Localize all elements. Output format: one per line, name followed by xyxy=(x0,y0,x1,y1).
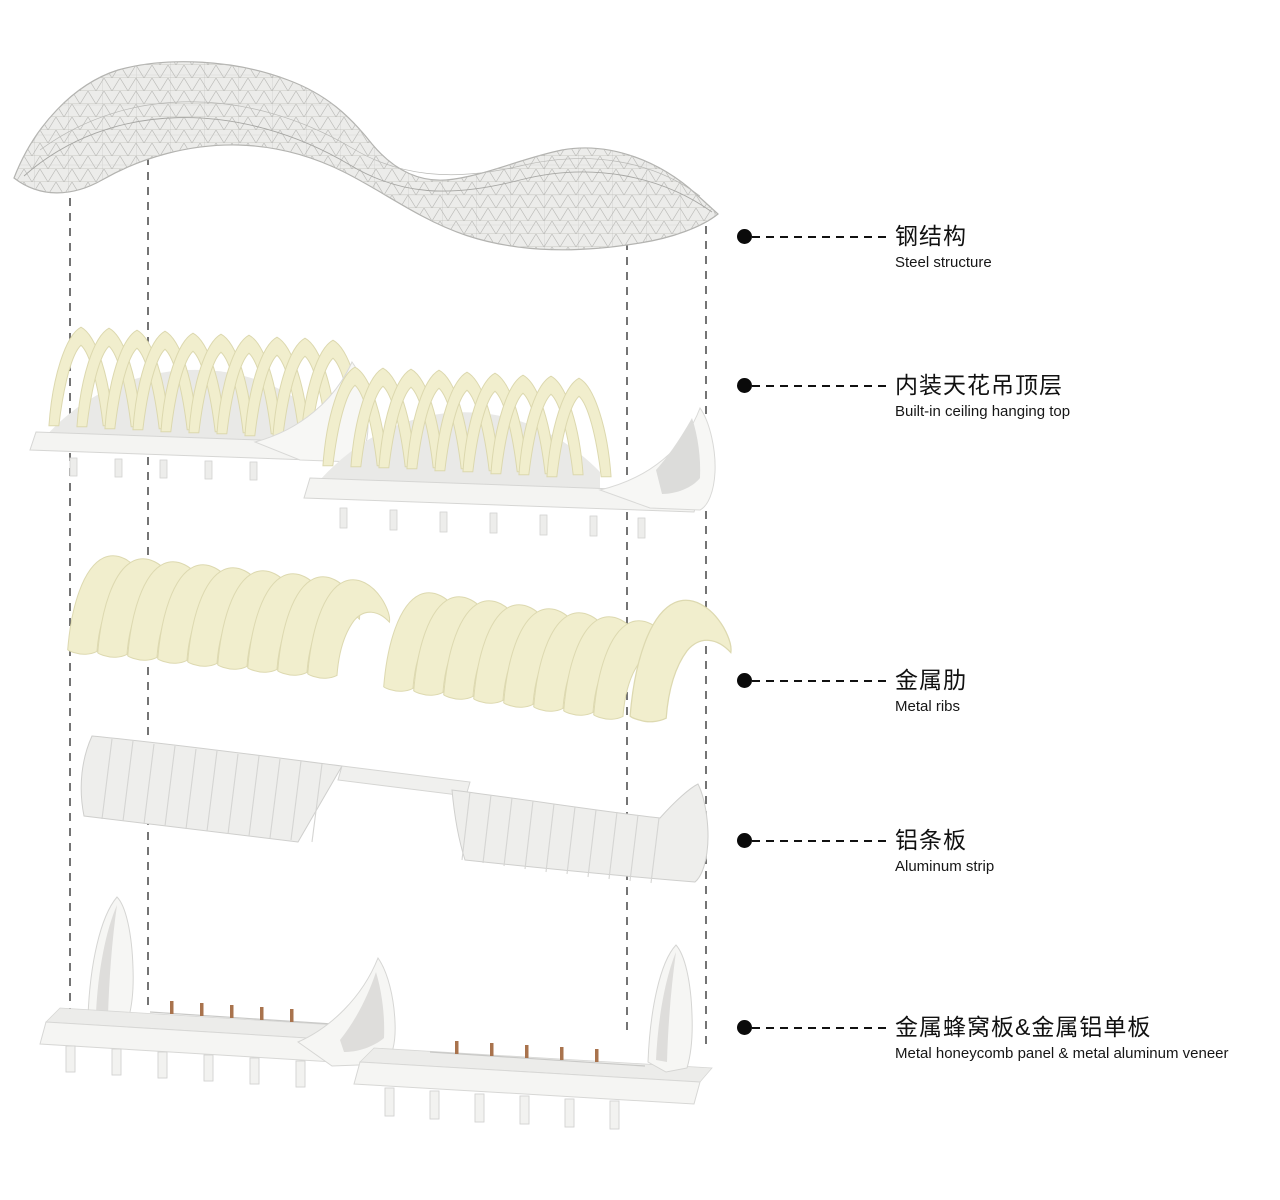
layer-steel-structure xyxy=(13,61,719,251)
ceiling-posts-left xyxy=(69,457,258,481)
leader-dot xyxy=(737,833,752,848)
label-metal-ribs: 金属肋 Metal ribs xyxy=(737,667,967,717)
panel-fin-right-shade xyxy=(656,952,676,1062)
leader-line xyxy=(752,679,890,682)
label-zh: 钢结构 xyxy=(895,223,967,249)
label-zh: 内装天花吊顶层 xyxy=(895,372,1063,398)
aluminum-connector xyxy=(337,765,471,797)
layer-honeycomb-panel xyxy=(39,896,713,1130)
label-texts: 铝条板 Aluminum strip xyxy=(895,827,994,877)
post xyxy=(69,457,78,477)
label-en: Metal honeycomb panel & metal aluminum v… xyxy=(895,1045,1229,1062)
post xyxy=(637,517,646,539)
column xyxy=(384,1087,395,1117)
panel-fin-right xyxy=(647,944,693,1073)
column xyxy=(474,1093,485,1123)
copper-post xyxy=(525,1045,529,1058)
label-texts: 钢结构 Steel structure xyxy=(895,223,992,273)
leader-line xyxy=(752,1026,890,1029)
post xyxy=(204,460,213,480)
leader-line xyxy=(752,839,890,842)
label-zh: 铝条板 xyxy=(895,827,967,853)
post xyxy=(589,515,598,537)
aluminum-seams-right xyxy=(461,791,660,884)
label-en: Aluminum strip xyxy=(895,858,995,875)
label-honeycomb-panel: 金属蜂窝板&金属铝单板 Metal honeycomb panel & meta… xyxy=(737,1014,1229,1064)
column xyxy=(295,1060,306,1088)
label-texts: 金属蜂窝板&金属铝单板 Metal honeycomb panel & meta… xyxy=(895,1014,1229,1064)
post xyxy=(249,461,258,481)
copper-post xyxy=(560,1047,564,1060)
column xyxy=(203,1054,214,1082)
label-texts: 内装天花吊顶层 Built-in ceiling hanging top xyxy=(895,372,1070,422)
column xyxy=(65,1045,76,1073)
copper-post xyxy=(595,1049,599,1062)
label-en: Built-in ceiling hanging top xyxy=(895,403,1071,420)
copper-post xyxy=(290,1009,294,1022)
copper-post xyxy=(490,1043,494,1056)
columns-left xyxy=(65,1045,306,1088)
panel-slab-right xyxy=(353,1061,701,1105)
leader-line xyxy=(752,384,890,387)
post xyxy=(439,511,448,533)
copper-post xyxy=(260,1007,264,1020)
column xyxy=(249,1057,260,1085)
ceiling-swoosh-shade xyxy=(656,418,701,494)
column xyxy=(564,1098,575,1128)
leader-dot xyxy=(737,673,752,688)
post xyxy=(389,509,398,531)
panel-fin-left-shade xyxy=(96,905,117,1016)
post xyxy=(114,458,123,478)
label-steel-structure: 钢结构 Steel structure xyxy=(737,223,992,273)
railing-left xyxy=(149,1011,333,1025)
leader-dot xyxy=(737,1020,752,1035)
column xyxy=(609,1100,620,1130)
leader-dot xyxy=(737,229,752,244)
layer-ceiling-hanging-top xyxy=(29,326,716,539)
columns-right xyxy=(384,1087,620,1130)
label-en: Steel structure xyxy=(895,254,992,271)
post xyxy=(539,514,548,536)
label-aluminum-strip: 铝条板 Aluminum strip xyxy=(737,827,994,877)
post xyxy=(339,507,348,529)
copper-post xyxy=(200,1003,204,1016)
metal-ribs-right-row xyxy=(383,592,732,723)
label-en: Metal ribs xyxy=(895,698,961,715)
leader-line xyxy=(752,235,890,238)
column xyxy=(429,1090,440,1120)
aluminum-seams-left xyxy=(101,738,323,843)
aluminum-panel-left xyxy=(80,735,343,843)
railing-posts-left xyxy=(170,1001,294,1022)
rib-large xyxy=(629,599,732,723)
copper-post xyxy=(230,1005,234,1018)
post xyxy=(159,459,168,479)
metal-ribs-left-row xyxy=(67,555,391,679)
layer-metal-ribs xyxy=(67,555,732,723)
copper-post xyxy=(455,1041,459,1054)
label-zh: 金属蜂窝板&金属铝单板 xyxy=(895,1014,1152,1040)
steel-chord-line xyxy=(23,117,713,213)
steel-chord-line xyxy=(39,101,701,197)
railing-posts-right xyxy=(455,1041,599,1062)
ceiling-slab-right xyxy=(303,477,701,513)
railing-right xyxy=(429,1051,646,1067)
aluminum-panel-right xyxy=(451,783,709,883)
panel-swoosh-middle-shade xyxy=(340,972,385,1052)
copper-post xyxy=(170,1001,174,1014)
ceiling-posts-right xyxy=(339,507,646,539)
column xyxy=(111,1048,122,1076)
label-texts: 金属肋 Metal ribs xyxy=(895,667,967,717)
layer-aluminum-strip xyxy=(80,735,709,884)
post xyxy=(489,512,498,534)
column xyxy=(157,1051,168,1079)
label-ceiling-hanging-top: 内装天花吊顶层 Built-in ceiling hanging top xyxy=(737,372,1070,422)
label-zh: 金属肋 xyxy=(895,667,967,693)
column xyxy=(519,1095,530,1125)
leader-dot xyxy=(737,378,752,393)
